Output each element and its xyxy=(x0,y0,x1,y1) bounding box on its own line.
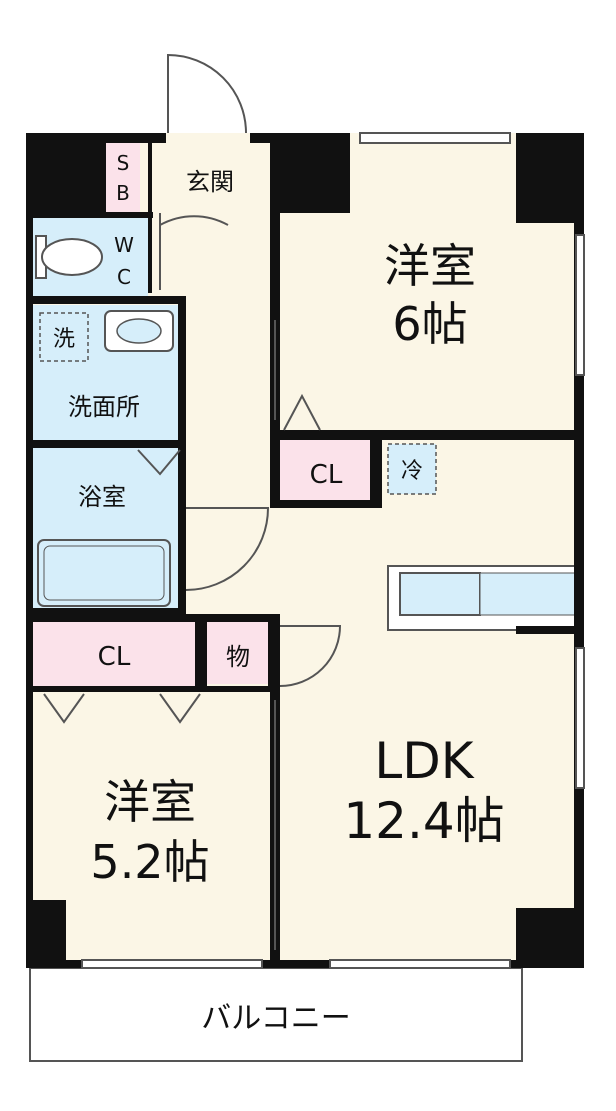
washer-label: 洗 xyxy=(53,327,75,352)
western-room-2-name: 洋室 xyxy=(104,775,196,829)
ldk-size: 12.4帖 xyxy=(343,792,504,850)
windows xyxy=(81,132,585,969)
closet-1-label: CL xyxy=(310,460,343,490)
toilet-bowl xyxy=(41,238,103,276)
storage-label: 物 xyxy=(226,643,250,671)
western-room-2-size: 5.2帖 xyxy=(90,835,209,889)
balcony-area xyxy=(29,967,523,1062)
kitchen-sink xyxy=(399,572,481,616)
kitchen-top xyxy=(479,572,577,616)
fridge-label: 冷 xyxy=(401,459,423,484)
western-room-1-name: 洋室 xyxy=(384,239,476,293)
western-room-1-size: 6帖 xyxy=(392,297,467,351)
bathtub-inner xyxy=(43,545,165,601)
doors xyxy=(43,53,342,950)
closet-2-floor xyxy=(33,622,195,686)
wc-label-w: W xyxy=(114,233,134,257)
washroom-label: 洗面所 xyxy=(68,393,140,421)
closet-2-label: CL xyxy=(98,642,131,672)
storage-floor xyxy=(207,622,269,684)
balcony-label: バルコニー xyxy=(201,1001,350,1036)
bath-label: 浴室 xyxy=(78,483,126,511)
shoebox-label-s: S xyxy=(117,151,130,175)
wc-label-c: C xyxy=(117,265,131,289)
basin-bowl xyxy=(116,318,162,344)
closet-1-floor xyxy=(280,440,372,504)
shoebox-label-b: B xyxy=(116,181,130,205)
washer-space xyxy=(39,312,89,362)
bathtub xyxy=(37,539,171,607)
fridge-space xyxy=(387,443,437,495)
entrance-label: 玄関 xyxy=(186,168,234,196)
shoebox-floor xyxy=(106,143,140,213)
ldk-name: LDK xyxy=(374,732,474,790)
